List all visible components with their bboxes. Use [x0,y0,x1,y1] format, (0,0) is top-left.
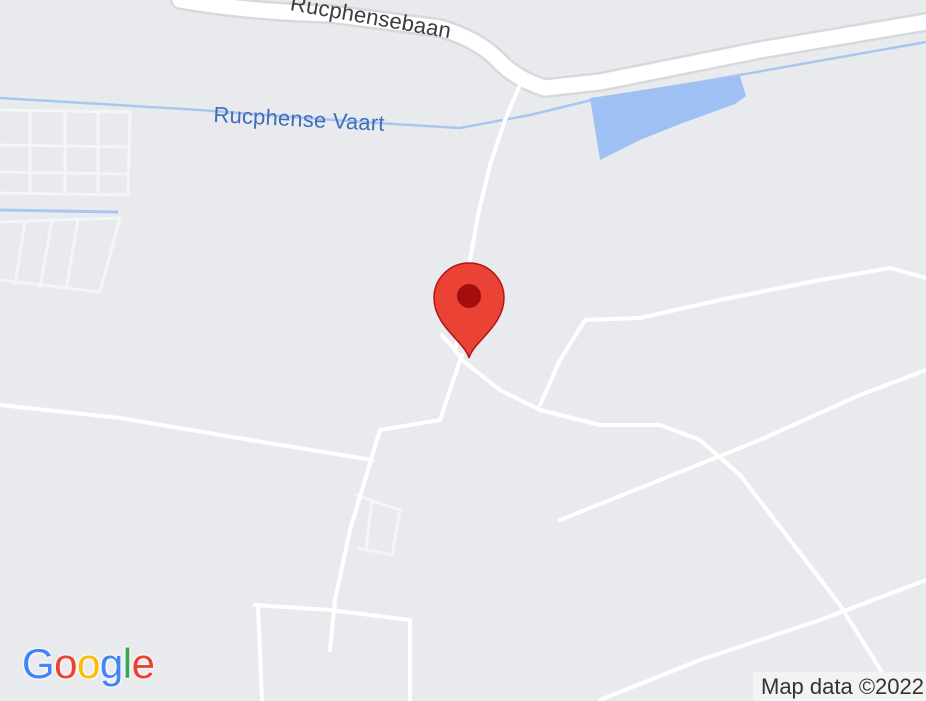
map-attribution[interactable]: Map data ©2022 [753,672,926,701]
logo-letter-e: e [131,640,155,687]
logo-letter-l: l [122,640,132,687]
waterway-line [0,40,926,130]
logo-letter-g2: g [99,640,123,687]
logo-letter-o2: o [77,640,100,687]
lake [590,76,746,160]
field-parcels [0,108,402,557]
main-road [170,0,926,99]
google-logo[interactable]: Google [22,640,155,687]
map-pin-dot [457,284,481,308]
logo-letter-o1: o [54,640,78,687]
logo-letter-g: G [22,640,55,687]
ditch-line [0,208,119,214]
map-pin-icon[interactable] [433,262,505,359]
